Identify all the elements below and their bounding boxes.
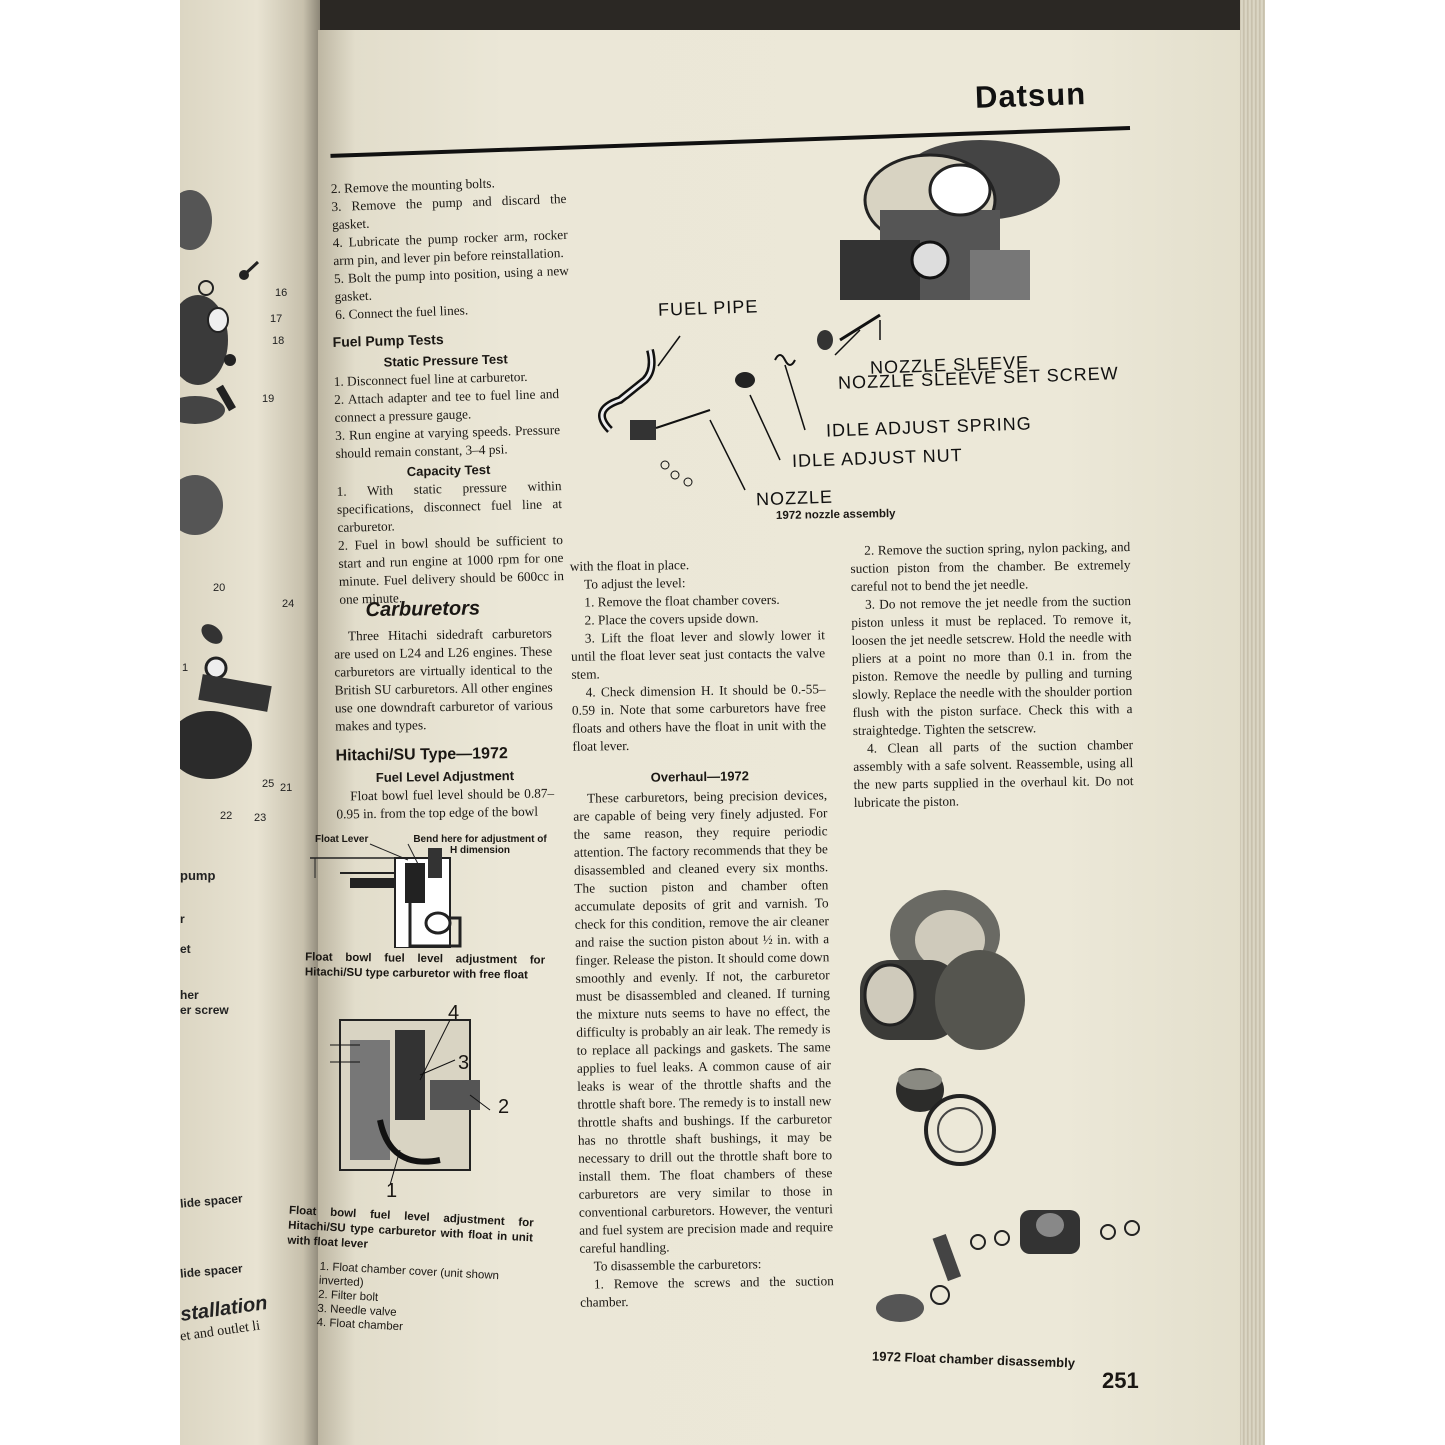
- page-number: 251: [1102, 1368, 1139, 1393]
- callout-21: 21: [280, 782, 293, 794]
- fuel-level-text: Float bowl fuel level should be 0.87–0.9…: [336, 785, 555, 822]
- carburetors-text: Three Hitachi sidedraft carburetors are …: [334, 625, 554, 734]
- fig2-legend: 1. Float chamber cover (unit shown inver…: [316, 1260, 519, 1340]
- label-nozzle: NOZZLE: [755, 486, 834, 510]
- page-edge: [1240, 0, 1265, 1445]
- float-chamber-figure: 4 3 2 1: [320, 1000, 520, 1202]
- disassemble-step-1: 1. Remove the screws and the suction cha…: [580, 1273, 834, 1310]
- callout-20: 20: [213, 582, 226, 594]
- col2-adjust-step-4: 4. Check dimension H. It should be 0.-55…: [571, 681, 827, 754]
- nozzle-assembly-figure: FUEL PIPE NOZZLE SLEEVE NOZZLE SLEEVE SE…: [580, 130, 1140, 530]
- col3-step-4: 4. Clean all parts of the suction chambe…: [853, 737, 1134, 810]
- callout-19: 19: [262, 393, 275, 405]
- carburetors-section: Carburetors Three Hitachi sidedraft carb…: [333, 597, 555, 823]
- callout-24: 24: [282, 598, 295, 610]
- carburetors-heading: Carburetors: [365, 597, 481, 622]
- float-chamber-photo-art: [860, 890, 1140, 1322]
- callout-18: 18: [272, 335, 285, 347]
- fragment-her: her: [180, 988, 199, 1002]
- float-lever-figure: Float Lever Bend here for adjustment of …: [310, 828, 550, 949]
- callout-1: 1: [182, 662, 189, 674]
- column-2: with the float in place. To adjust the l…: [570, 554, 835, 1311]
- float-chamber-photo: [840, 880, 1160, 1335]
- fig2-num-3: 3: [458, 1052, 470, 1074]
- fragment-pump: pump: [180, 868, 216, 883]
- bend-here-label: Bend here for adjustment of H dimension: [413, 834, 547, 856]
- fig2-num-2: 2: [498, 1096, 510, 1118]
- column-1: 2. Remove the mounting bolts. 3. Remove …: [331, 172, 571, 324]
- callout-22: 22: [220, 810, 233, 822]
- overhaul-heading: Overhaul—1972: [650, 768, 750, 785]
- callout-25: 25: [262, 778, 275, 790]
- capacity-step-1: 1. With static pressure within specifica…: [336, 478, 563, 535]
- fig1-caption: Float bowl fuel level adjustment for Hit…: [304, 951, 546, 982]
- static-step-2: 2. Attach adapter and tee to fuel line a…: [333, 386, 560, 425]
- overhaul-text: These carburetors, being precision devic…: [573, 787, 834, 1256]
- right-page: [318, 30, 1246, 1445]
- column-3: 2. Remove the suction spring, nylon pack…: [850, 538, 1134, 812]
- col3-step-2: 2. Remove the suction spring, nylon pack…: [850, 539, 1131, 594]
- hitachi-heading: Hitachi/SU Type—1972: [335, 745, 508, 765]
- header-title: Datsun: [974, 76, 1087, 115]
- col3-step-3: 3. Do not remove the jet needle from the…: [851, 593, 1133, 738]
- static-step-3: 3. Run engine at varying speeds. Pressur…: [334, 422, 561, 461]
- nozzle-assembly-caption: 1972 nozzle assembly: [775, 507, 896, 523]
- col2-adjust-step-3: 3. Lift the float lever and slowly lower…: [571, 627, 826, 682]
- callout-16: 16: [275, 287, 288, 299]
- fig2-num-4: 4: [448, 1002, 460, 1024]
- float-lever-diagram: [310, 843, 462, 949]
- float-chamber-diagram: [330, 1019, 491, 1186]
- fragment-er-screw: er screw: [180, 1003, 229, 1017]
- nozzle-assembly-diagram: [598, 140, 1060, 491]
- fig2-num-1: 1: [386, 1180, 398, 1202]
- fuel-pump-tests-section: Fuel Pump Tests Static Pressure Test 1. …: [332, 327, 564, 609]
- fragment-et: et: [180, 942, 191, 956]
- callout-23: 23: [254, 812, 267, 824]
- float-lever-label: Float Lever: [315, 834, 369, 845]
- left-page: 16 17 18 19 20 24 1 25 21 22 23 pump r e…: [180, 0, 320, 1445]
- callout-17: 17: [270, 313, 283, 325]
- label-fuel-pipe: FUEL PIPE: [657, 296, 759, 320]
- left-page-parts-illustration: [180, 190, 272, 779]
- fragment-r: r: [180, 912, 185, 926]
